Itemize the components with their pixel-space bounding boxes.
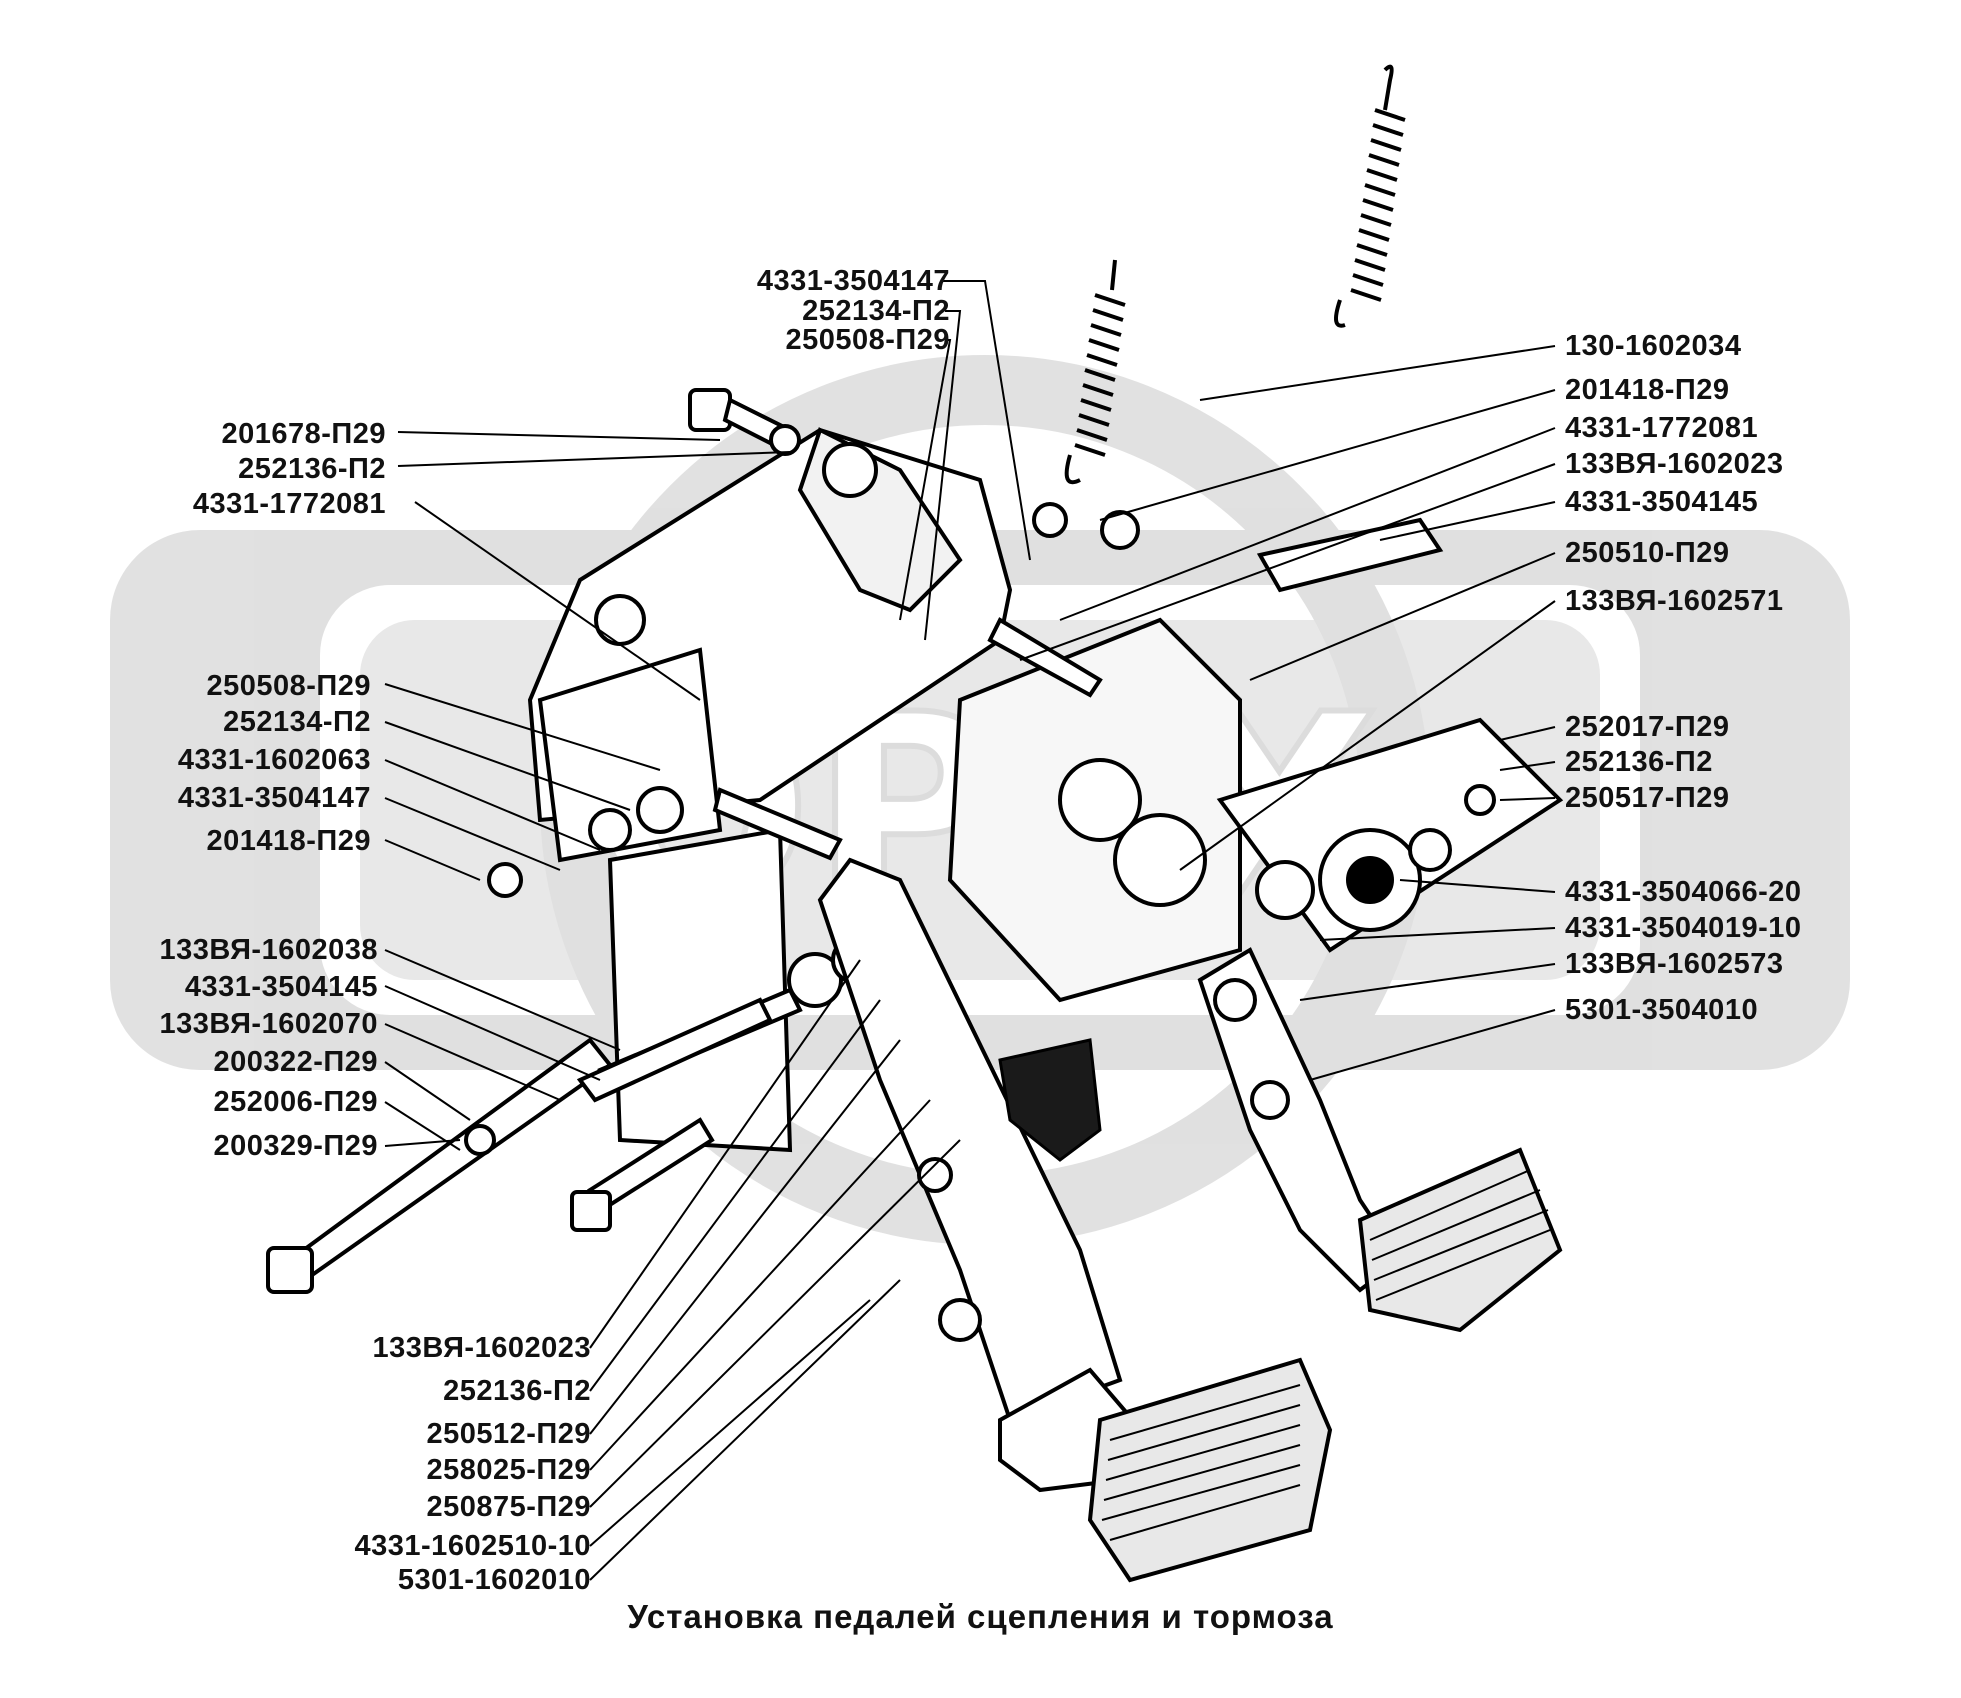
part-label-bottom: 252136-П2	[443, 1375, 591, 1407]
part-label-left: 4331-1602063	[177, 744, 371, 776]
part-label-left: 252134-П2	[223, 706, 371, 738]
part-label-left: 133ВЯ-1602070	[159, 1008, 378, 1040]
part-label-bottom: 258025-П29	[426, 1454, 591, 1486]
part-label-left: 4331-3504145	[184, 971, 378, 1003]
part-label-right: 5301-3504010	[1565, 994, 1759, 1026]
part-label-bottom: 133ВЯ-1602023	[372, 1332, 591, 1364]
pedal-bushing	[998, 1038, 1102, 1162]
part-label-bottom: 5301-1602010	[397, 1564, 591, 1596]
part-label-top: 252134-П2	[802, 295, 950, 327]
part-label-right: 4331-3504145	[1565, 486, 1759, 518]
part-label-bottom: 250875-П29	[426, 1491, 591, 1523]
part-label-right: 4331-1772081	[1565, 412, 1759, 444]
part-label-bottom: 250512-П29	[426, 1418, 591, 1450]
part-label-left: 252136-П2	[238, 453, 386, 485]
part-label-right: 130-1602034	[1565, 330, 1742, 362]
leader-lines	[384, 280, 1556, 1581]
part-label-right: 252136-П2	[1565, 746, 1713, 778]
brake-pedal	[1197, 947, 1563, 1333]
part-label-top: 250508-П29	[785, 324, 950, 356]
part-label-top: 4331-3504147	[756, 265, 950, 297]
return-springs	[1064, 64, 1406, 485]
part-label-right: 4331-3504019-10	[1565, 912, 1802, 944]
part-label-right: 133ВЯ-1602023	[1565, 448, 1784, 480]
part-label-left: 201678-П29	[221, 418, 386, 450]
part-label-left: 250508-П29	[206, 670, 371, 702]
part-label-left: 133ВЯ-1602038	[159, 934, 378, 966]
part-label-right: 201418-П29	[1565, 374, 1730, 406]
part-label-right: 252017-П29	[1565, 711, 1730, 743]
part-label-right: 250510-П29	[1565, 537, 1730, 569]
part-label-right: 133ВЯ-1602571	[1565, 585, 1784, 617]
diagram-caption: Установка педалей сцепления и тормоза	[627, 1598, 1334, 1635]
part-label-right: 250517-П29	[1565, 782, 1730, 814]
part-label-left: 201418-П29	[206, 825, 371, 857]
part-label-left: 4331-3504147	[177, 782, 371, 814]
part-label-left: 252006-П29	[213, 1086, 378, 1118]
part-label-left: 200329-П29	[213, 1130, 378, 1162]
part-label-left: 200322-П29	[213, 1046, 378, 1078]
part-label-right: 4331-3504066-20	[1565, 876, 1802, 908]
part-label-left: 4331-1772081	[192, 488, 386, 520]
part-label-bottom: 4331-1602510-10	[354, 1530, 591, 1562]
clutch-pedal	[817, 857, 1333, 1583]
bolts-and-pins	[266, 388, 1496, 1294]
part-label-right: 133ВЯ-1602573	[1565, 948, 1784, 980]
